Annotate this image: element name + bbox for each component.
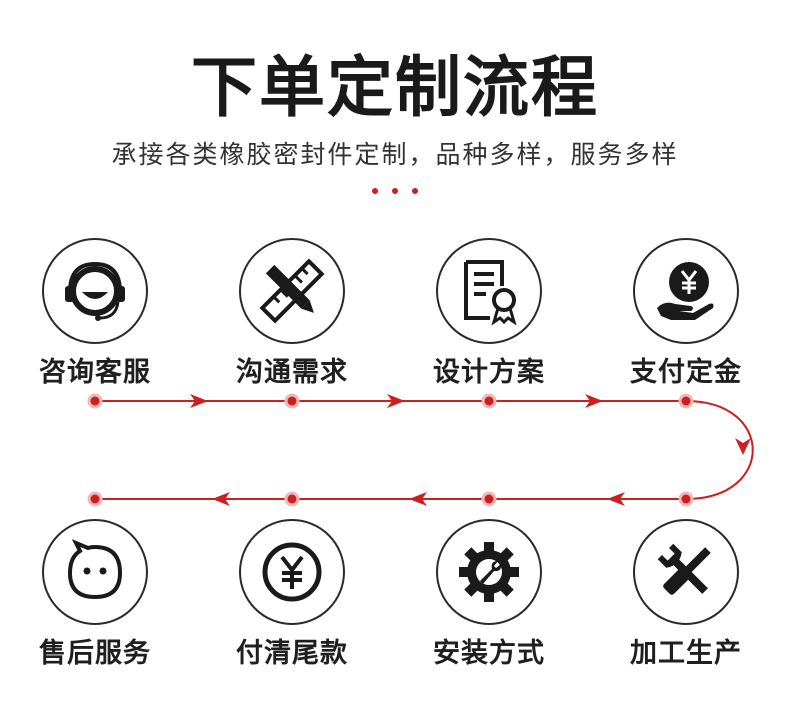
step-label: 加工生产 [630, 638, 742, 669]
step-label: 设计方案 [433, 357, 545, 388]
ruler-pencil-icon [239, 238, 345, 344]
step-after-sales: 售后服务 [15, 519, 175, 671]
step-label: 售后服务 [39, 638, 151, 669]
step-communicate-needs: 沟通需求 [212, 238, 372, 390]
screwdriver-wrench-icon [633, 519, 739, 625]
yen-coin-hand-icon [633, 238, 739, 344]
yen-circle-icon [239, 519, 345, 625]
step-label: 安装方式 [433, 638, 545, 669]
step-processing-production: 加工生产 [606, 519, 766, 671]
step-pay-deposit: 支付定金 [606, 238, 766, 390]
step-pay-balance: 付清尾款 [212, 519, 372, 671]
step-label: 支付定金 [630, 357, 742, 388]
headset-smiley-icon [42, 238, 148, 344]
decorative-dots [372, 188, 418, 196]
step-label: 付清尾款 [236, 638, 348, 669]
gear-wrench-icon [436, 519, 542, 625]
page-title: 下单定制流程 [191, 49, 599, 126]
step-installation-method: 安装方式 [409, 519, 569, 671]
chat-face-icon [42, 519, 148, 625]
step-label: 咨询客服 [39, 357, 151, 388]
step-label: 沟通需求 [236, 357, 348, 388]
page-subtitle: 承接各类橡胶密封件定制，品种多样，服务多样 [111, 140, 679, 169]
step-design-plan: 设计方案 [409, 238, 569, 390]
step-consult-service: 咨询客服 [15, 238, 175, 390]
certificate-document-icon [436, 238, 542, 344]
